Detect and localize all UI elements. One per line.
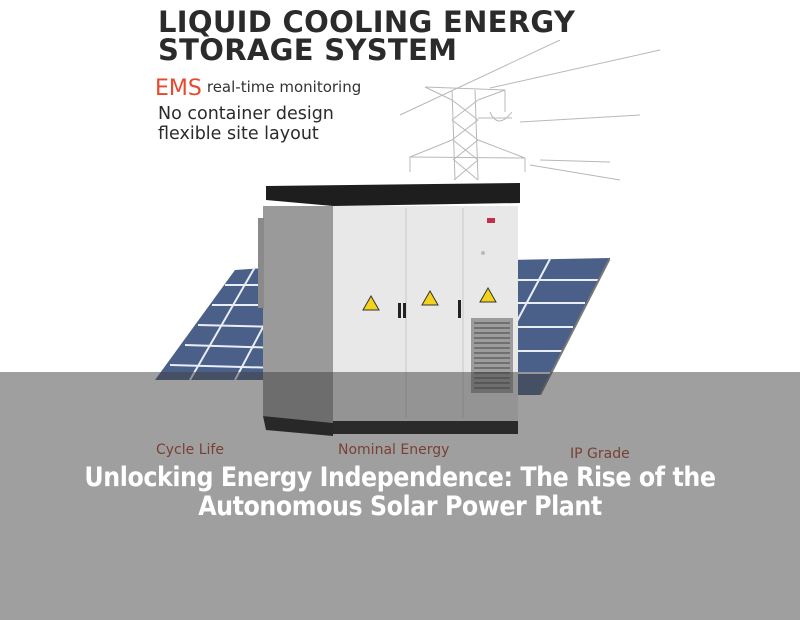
title-overlay — [0, 372, 800, 620]
article-title-line-1: Unlocking Energy Independence: The Rise … — [84, 462, 716, 493]
ems-label: EMS — [155, 76, 202, 101]
ems-description: real-time monitoring — [206, 78, 362, 96]
layout-feature-line-1: No container design — [158, 104, 334, 124]
headline-line-1: LIQUID COOLING ENERGY — [158, 5, 576, 39]
article-title: Unlocking Energy Independence: The Rise … — [48, 463, 752, 521]
article-title-line-2: Autonomous Solar Power Plant — [198, 491, 602, 522]
product-headline: LIQUID COOLING ENERGY STORAGE SYSTEM — [158, 5, 576, 67]
layout-feature-line-2: flexible site layout — [158, 124, 319, 144]
energy-storage-cabinet — [258, 183, 520, 436]
power-pylon-icon — [399, 40, 661, 181]
headline-line-2: STORAGE SYSTEM — [158, 33, 458, 67]
layout-feature: No container design flexible site layout — [158, 104, 334, 144]
